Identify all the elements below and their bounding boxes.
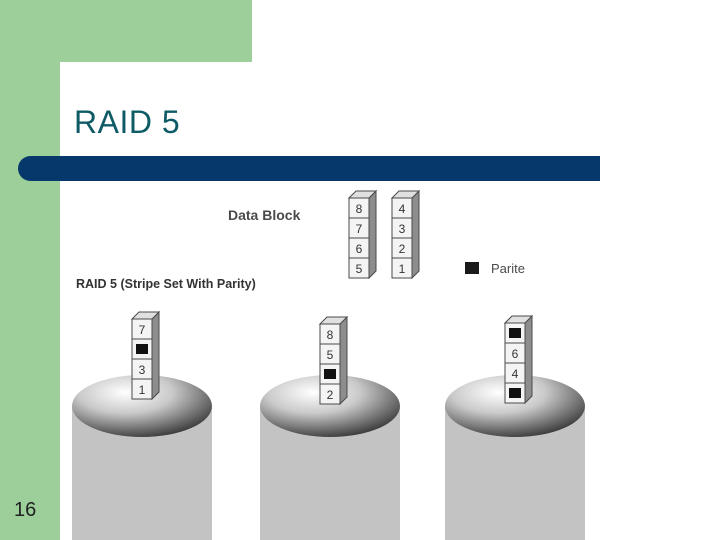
left-accent-band — [0, 0, 60, 540]
block-number-label: 8 — [356, 202, 363, 216]
disk: 7 3 1 — [72, 310, 212, 540]
parity-legend-label: Parite — [491, 261, 525, 276]
disk-block-stack: 7 3 1 — [130, 310, 161, 401]
data-block — [319, 383, 341, 405]
parity-marker — [509, 388, 521, 398]
stack-side-face — [151, 310, 160, 401]
block-number-label: 1 — [139, 383, 146, 397]
stack-side-face — [411, 189, 420, 280]
data-block-stack: 8 7 6 5 — [347, 189, 378, 280]
data-block-stacks: 8 7 6 5 4 3 2 1 — [347, 189, 421, 280]
disk: 8 5 2 — [260, 315, 400, 540]
title-divider-bar — [18, 156, 600, 181]
stack-side-face — [368, 189, 377, 280]
disk: 64 — [445, 314, 585, 540]
block-number-label: 7 — [356, 222, 363, 236]
stack-side-face — [524, 314, 533, 405]
top-accent-band — [0, 0, 252, 62]
block-number-label: 6 — [356, 242, 363, 256]
block-number-label: 4 — [512, 367, 519, 381]
disk-top — [445, 375, 585, 437]
data-block — [391, 257, 413, 279]
raid5-section-label: RAID 5 (Stripe Set With Parity) — [76, 277, 256, 291]
slide-title: RAID 5 — [74, 104, 181, 140]
block-number-label: 2 — [399, 242, 406, 256]
data-block — [131, 378, 153, 400]
block-number-label: 5 — [327, 348, 334, 362]
disk-block-stack: 64 — [503, 314, 534, 405]
data-block-stack: 4 3 2 1 — [390, 189, 421, 280]
block-number-label: 3 — [399, 222, 406, 236]
block-number-label: 1 — [399, 262, 406, 276]
parity-marker — [324, 369, 336, 379]
disk-top — [72, 375, 212, 437]
block-number-label: 4 — [399, 202, 406, 216]
parity-marker — [136, 344, 148, 354]
block-number-label: 5 — [356, 262, 363, 276]
data-block — [348, 257, 370, 279]
parity-marker — [509, 328, 521, 338]
block-number-label: 7 — [139, 323, 146, 337]
block-number-label: 8 — [327, 328, 334, 342]
data-block-label: Data Block — [228, 207, 301, 223]
block-number-label: 3 — [139, 363, 146, 377]
block-number-label: 2 — [327, 388, 334, 402]
disk-top — [260, 375, 400, 437]
disk-block-stack: 8 5 2 — [318, 315, 349, 406]
page-number: 16 — [14, 499, 37, 521]
parity-legend: Parite — [465, 261, 525, 276]
block-number-label: 6 — [512, 347, 519, 361]
raid5-diagram: Data Block RAID 5 (Stripe Set With Parit… — [72, 189, 585, 540]
stack-side-face — [339, 315, 348, 406]
parity-legend-swatch — [465, 262, 479, 274]
